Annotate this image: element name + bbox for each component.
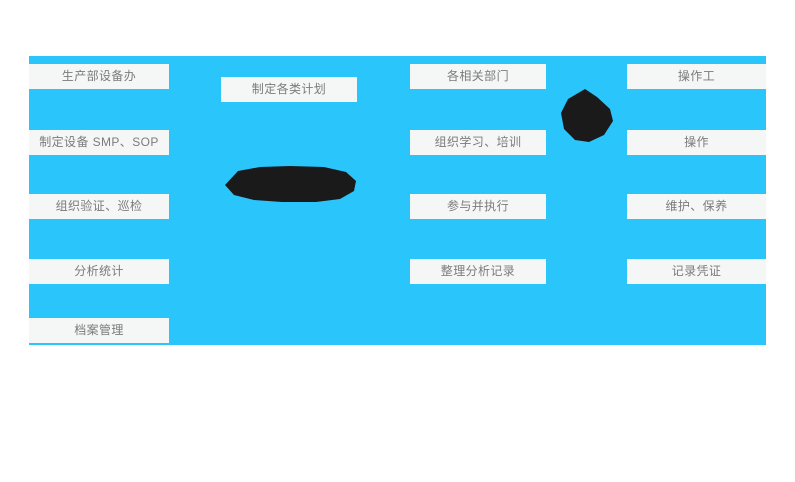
node-production-equipment-office[interactable]: 生产部设备办 — [29, 64, 169, 89]
node-define-smp-sop[interactable]: 制定设备 SMP、SOP — [29, 130, 169, 155]
node-maintenance-upkeep[interactable]: 维护、保养 — [627, 194, 766, 219]
node-participate-and-execute[interactable]: 参与并执行 — [410, 194, 546, 219]
node-operator[interactable]: 操作工 — [627, 64, 766, 89]
node-related-departments[interactable]: 各相关部门 — [410, 64, 546, 89]
node-operation[interactable]: 操作 — [627, 130, 766, 155]
node-organize-validation-inspection[interactable]: 组织验证、巡检 — [29, 194, 169, 219]
node-archive-management[interactable]: 档案管理 — [29, 318, 169, 343]
node-organize-study-training[interactable]: 组织学习、培训 — [410, 130, 546, 155]
node-make-various-plans[interactable]: 制定各类计划 — [221, 77, 357, 102]
node-record-voucher[interactable]: 记录凭证 — [627, 259, 766, 284]
node-organize-analysis-records[interactable]: 整理分析记录 — [410, 259, 546, 284]
node-analysis-statistics[interactable]: 分析统计 — [29, 259, 169, 284]
